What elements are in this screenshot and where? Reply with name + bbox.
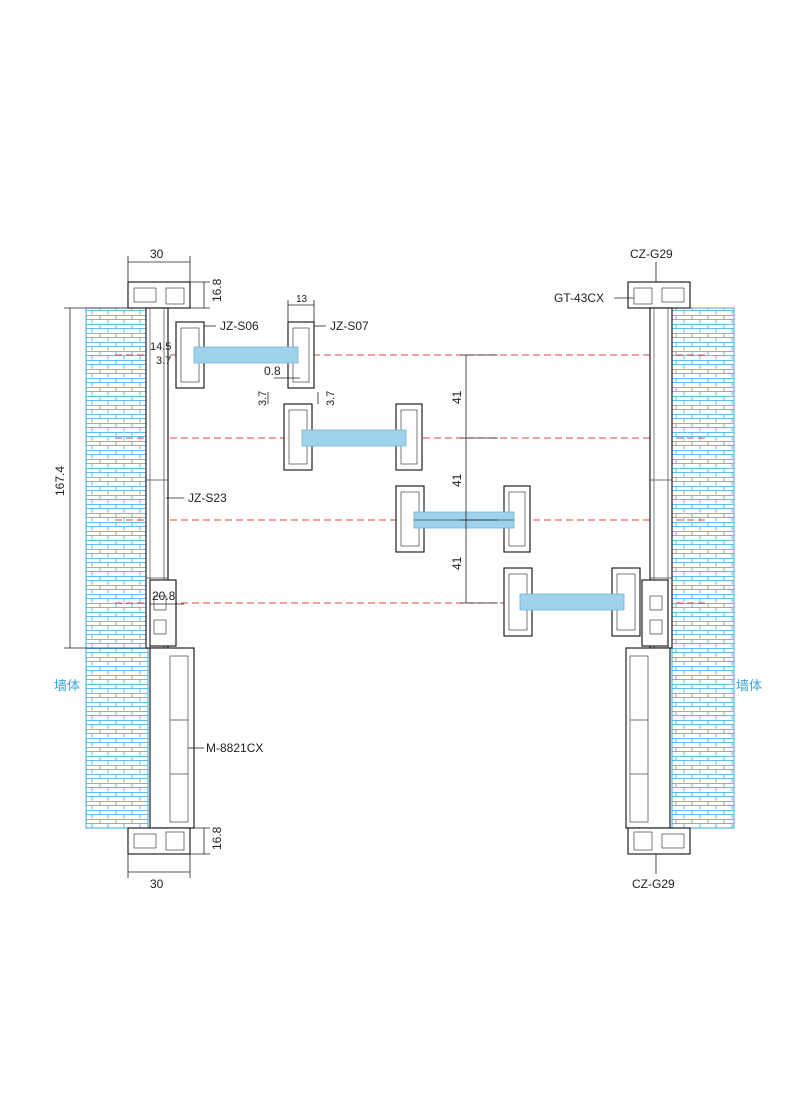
dim-14-5-label: 14.5 [150,341,171,353]
dim-3-7-a-label: 3.7 [156,355,171,367]
gt-43cx-label: GT-43CX [554,291,604,305]
m-8821cx-label: M-8821CX [206,741,263,755]
sash-1 [175,321,315,389]
cz-g29-bottom-label: CZ-G29 [632,877,675,891]
jz-s07-label: JZ-S07 [330,319,369,333]
top-width-label: 30 [150,247,164,261]
step-2-label: 41 [450,473,464,487]
reference-lines [115,354,705,604]
wall-right-label: 墙体 [736,679,762,694]
jz-s07-width-label: 13 [296,294,308,305]
dimension-lines [64,256,657,878]
right-wall [671,307,735,829]
sash-2 [283,403,423,471]
height-total-label: 167.4 [53,466,67,496]
left-wall [85,307,149,829]
wall-left-label: 墙体 [54,679,80,694]
cz-g29-top-label: CZ-G29 [630,247,673,261]
sash-3 [395,485,531,553]
dim-20-8-label: 20.8 [152,589,176,603]
dim-3-7-c-label: 3.7 [325,391,337,406]
step-3-label: 41 [450,556,464,570]
left-frame [127,281,195,855]
jz-s06-label: JZ-S06 [220,319,259,333]
sash-4 [503,567,641,637]
bottom-width-label: 30 [150,877,164,891]
bottom-height-label: 16.8 [210,826,224,850]
dim-0-8-label: 0.8 [264,364,281,378]
top-height-label: 16.8 [210,278,224,302]
dim-3-7-b-label: 3.7 [257,391,269,406]
step-1-label: 41 [450,390,464,404]
right-frame [625,281,691,855]
jz-s23-label: JZ-S23 [188,491,227,505]
